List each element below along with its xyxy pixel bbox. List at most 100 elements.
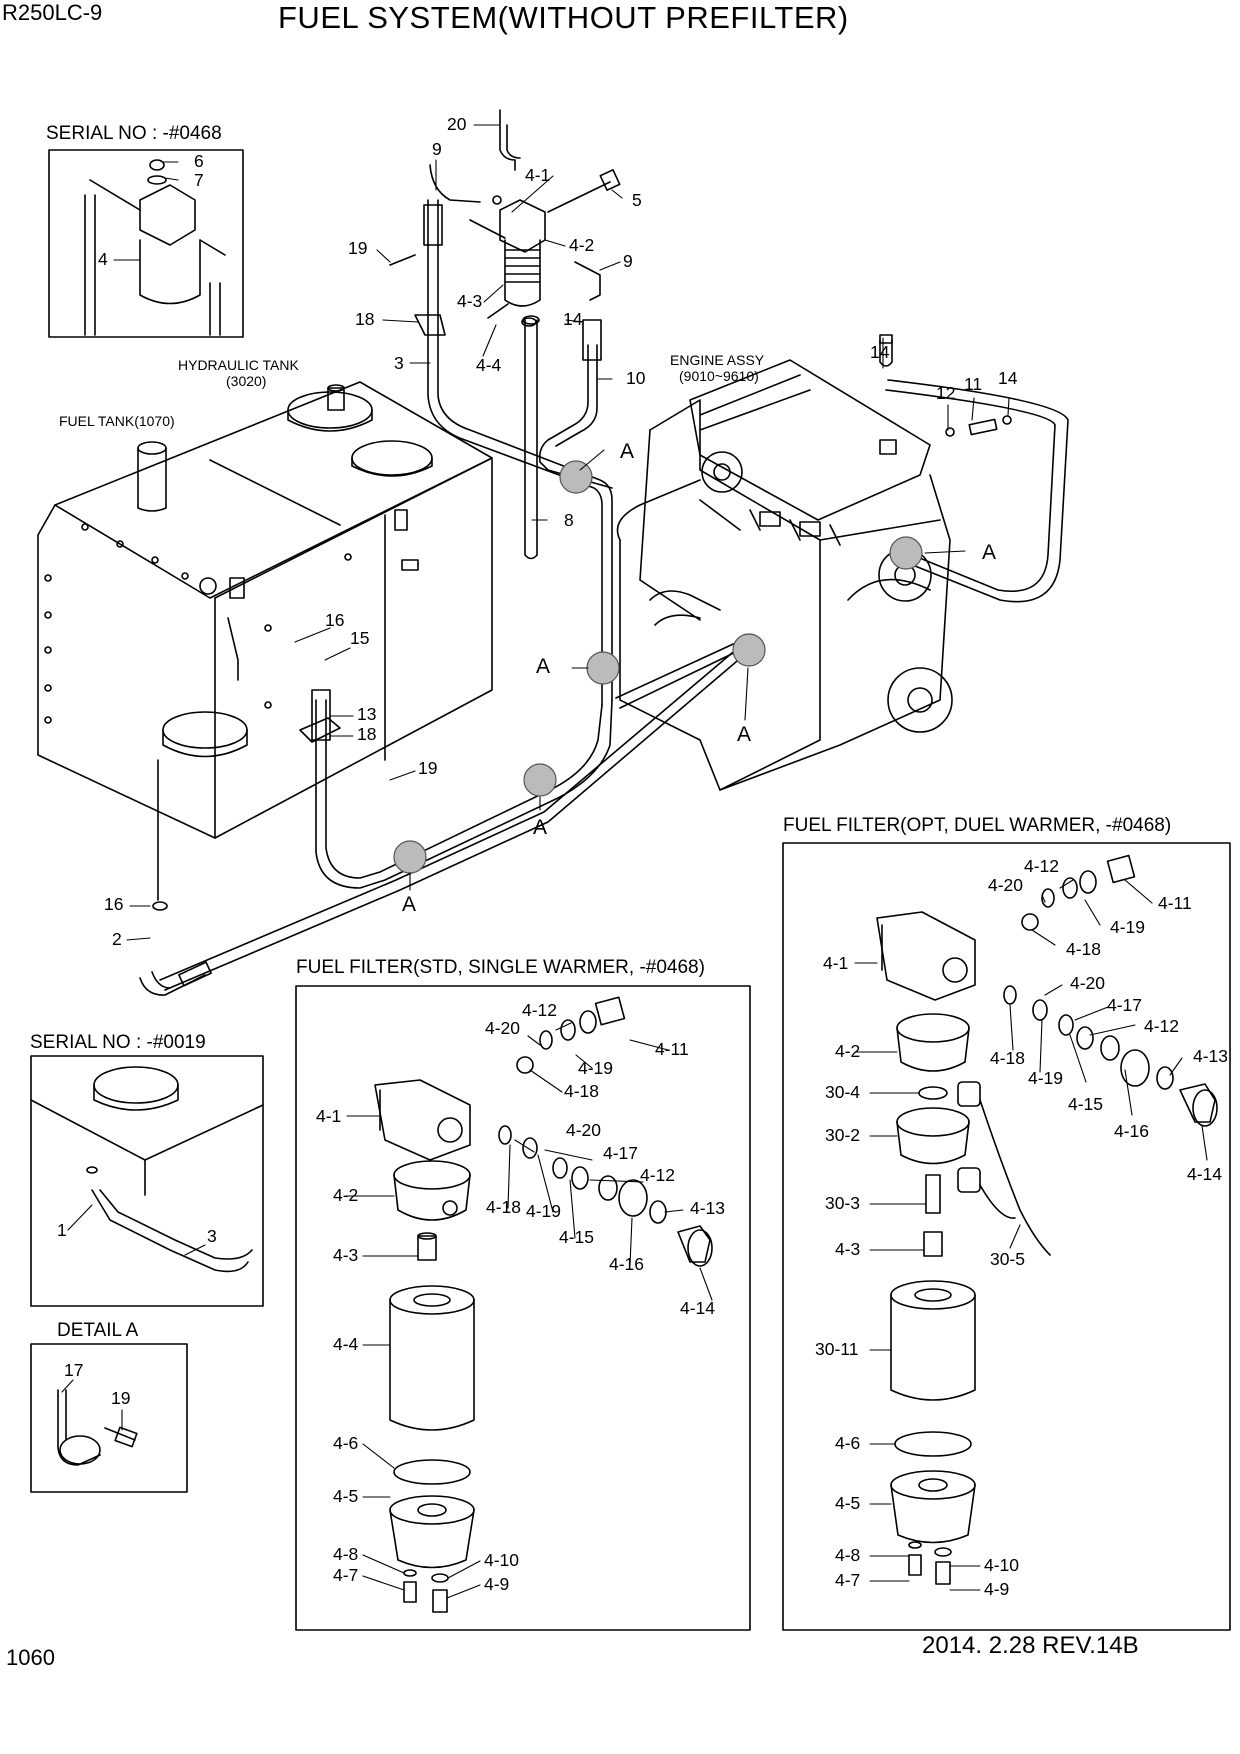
callout-label: 12 [936,383,956,403]
callout-label: 4-1 [316,1106,342,1126]
callout-label: 4-12 [1024,856,1060,876]
filter-std-title: FUEL FILTER(STD, SINGLE WARMER, -#0468) [296,957,705,978]
serial-bottom-title: SERIAL NO : -#0019 [30,1032,206,1053]
callout-label: 4-19 [526,1201,562,1221]
callout-label: 4-12 [640,1165,676,1185]
callout-label: 4-16 [609,1254,645,1274]
callout-label: 4-18 [564,1081,600,1101]
callout-label: 4-17 [603,1143,639,1163]
detail-a-title: DETAIL A [57,1320,139,1341]
detail-ref-a: A [533,816,548,839]
serial-top-title: SERIAL NO : -#0468 [46,123,222,144]
callout-label: 30-4 [825,1082,861,1102]
callout-label: 4-8 [835,1545,861,1565]
callout-label: 7 [194,170,204,190]
callout-label: 4-20 [485,1018,521,1038]
callout-label: 4-12 [522,1000,558,1020]
callout-label: 4-14 [1187,1164,1223,1184]
serial-bottom-frame [30,1055,264,1307]
callout-label: 4-11 [655,1039,689,1059]
detail-ref-a: A [620,440,635,463]
callout-label: 4 [98,249,108,269]
filter-opt-drawing [876,854,1218,1585]
callout-label: 4-13 [690,1198,726,1218]
callout-label: 4-1 [823,953,849,973]
callout-label: 4-13 [1193,1046,1229,1066]
callout-label: 15 [350,628,370,648]
callout-label: 16 [325,610,345,630]
serial-top-drawing [84,159,226,336]
leader-lines [61,124,1208,1599]
callout-label: 30-5 [990,1249,1026,1269]
callout-label: 4-8 [333,1544,359,1564]
callout-label: 4-2 [569,235,595,255]
callout-label: 4-20 [566,1120,602,1140]
fuel-tank-label: FUEL TANK(1070) [59,413,175,429]
engine-drawing [616,334,1012,791]
detail-ref-a: A [536,655,551,678]
callout-label: 11 [964,374,983,394]
callout-label: 4-18 [1066,939,1102,959]
callout-label: 14 [870,342,890,362]
callout-label: 30-11 [815,1339,859,1359]
callout-label: 4-3 [333,1245,359,1265]
callout-label: 4-5 [835,1493,861,1513]
callout-label: 4-20 [1070,973,1106,993]
callout-label: 9 [623,251,633,271]
callout-label: 4-7 [333,1565,359,1585]
revision-stamp: 2014. 2.28 REV.14B [922,1632,1139,1659]
callout-label: 14 [563,309,583,329]
callout-label: 4-9 [984,1579,1010,1599]
callout-label: 4-18 [486,1197,522,1217]
fuel-tank-drawing [37,381,493,911]
callout-label: 4-11 [1158,893,1192,913]
detail-ref-a: A [982,541,997,564]
callout-label: 14 [998,368,1018,388]
callout-label: 4-19 [1110,917,1146,937]
callout-label: 4-20 [988,875,1024,895]
serial-bottom-drawing [30,1066,264,1273]
callout-label: 2 [112,929,122,949]
callout-label: 4-4 [333,1334,359,1354]
callout-label: 4-6 [835,1433,861,1453]
filter-std-frame [295,985,751,1631]
callout-label: 19 [418,758,438,778]
callout-label: 20 [447,114,467,134]
callout-label: 17 [64,1360,84,1380]
callout-label: 30-2 [825,1125,861,1145]
callout-label: 4-19 [578,1058,614,1078]
callout-label: 19 [111,1388,131,1408]
callout-label: 4-6 [333,1433,359,1453]
hydraulic-tank-number: (3020) [226,373,267,389]
engine-assy-number: (9010~9610) [679,368,759,384]
callout-label: 4-10 [484,1550,520,1570]
engine-assy-label: ENGINE ASSY [670,352,765,368]
callout-label: 4-12 [1144,1016,1180,1036]
callout-label: 10 [626,368,646,388]
serial-top-frame [48,149,244,338]
callout-label: 4-16 [1114,1121,1150,1141]
callout-label: 4-15 [1068,1094,1104,1114]
callout-label: 4-1 [525,165,551,185]
callout-label: 16 [104,894,124,914]
hydraulic-tank-label: HYDRAULIC TANK [178,357,299,373]
callout-label: 4-5 [333,1486,359,1506]
callout-label: 6 [194,151,204,171]
callout-label: 8 [564,510,574,530]
callout-label: 4-3 [835,1239,861,1259]
callout-label: 4-2 [333,1185,359,1205]
filter-std-drawing [374,996,713,1613]
callout-label: 4-4 [476,355,502,375]
callout-label: 19 [348,238,368,258]
callout-label: 4-17 [1107,995,1143,1015]
callout-label: 30-3 [825,1193,861,1213]
callout-label: 4-19 [1028,1068,1064,1088]
callout-label: 4-14 [680,1298,716,1318]
callout-label: 18 [357,724,377,744]
callout-label: 1 [57,1220,67,1240]
callout-label: 4-10 [984,1555,1020,1575]
callout-label: 4-2 [835,1041,861,1061]
page-number: 1060 [6,1645,55,1670]
detail-a-frame [30,1343,188,1493]
